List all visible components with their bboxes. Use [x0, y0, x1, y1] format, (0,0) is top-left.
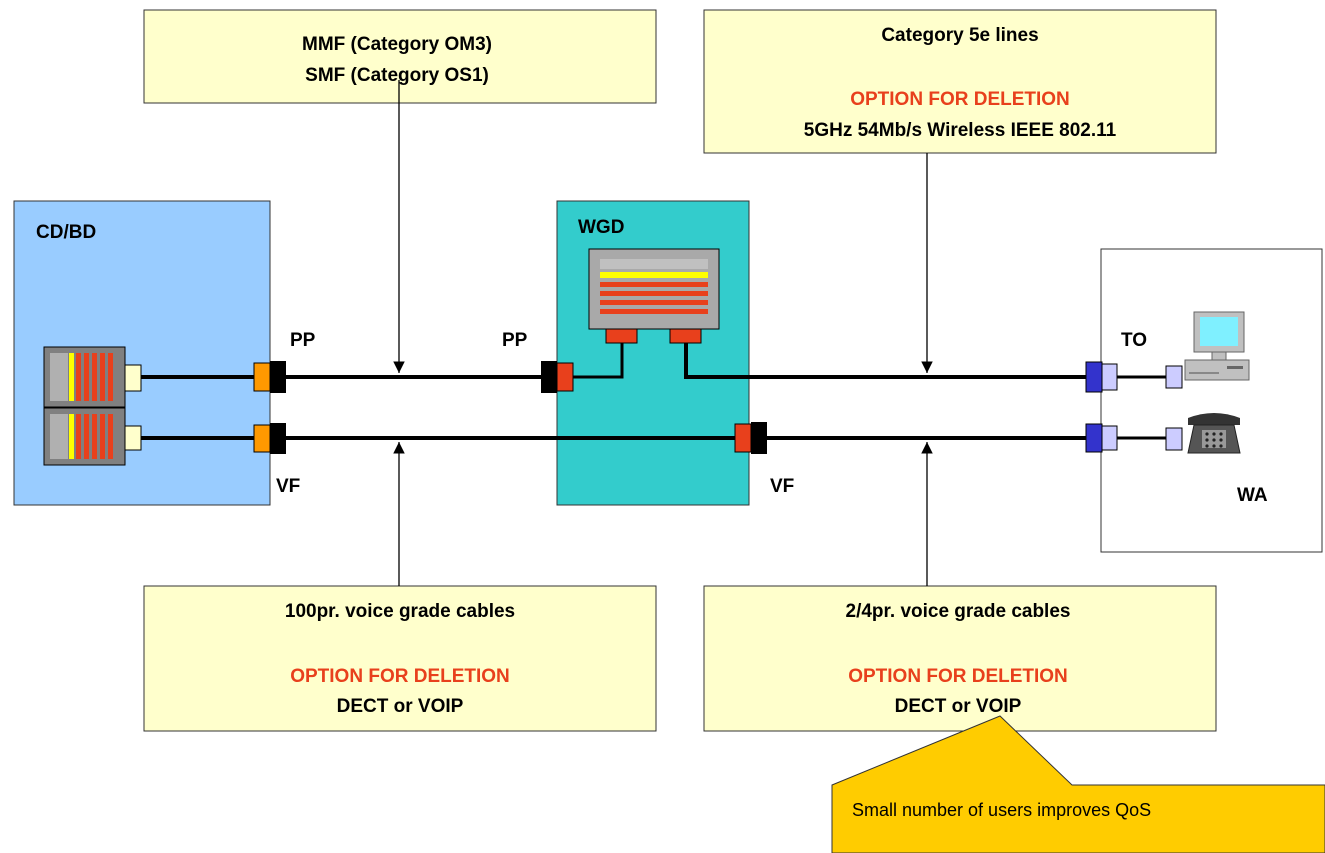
- note-24pr-title: 2/4pr. voice grade cables: [846, 601, 1071, 622]
- connector-pp-left: [253, 361, 286, 393]
- wgd-label: WGD: [578, 217, 624, 238]
- connector-vf-left: [253, 423, 286, 454]
- label-pp-mid: PP: [502, 330, 528, 351]
- note-cat5e-title: Category 5e lines: [881, 25, 1038, 46]
- note-fiber: MMF (Category OM3) SMF (Category OS1): [143, 9, 657, 104]
- note-24pr-detail: DECT or VOIP: [895, 696, 1022, 717]
- label-vf-mid: VF: [770, 476, 794, 497]
- plug-data-wa: [1165, 365, 1183, 389]
- label-to: TO: [1121, 330, 1147, 351]
- note-cat5e: Category 5e lines OPTION FOR DELETION 5G…: [703, 9, 1217, 154]
- note-24pr: 2/4pr. voice grade cables OPTION FOR DEL…: [703, 585, 1217, 732]
- cable-wgd-port-left: [573, 342, 624, 379]
- outlet-to-voice: [1085, 423, 1118, 453]
- callout-qos-text: Small number of users improves QoS: [852, 800, 1151, 820]
- note-fiber-line1: MMF (Category OM3): [302, 34, 492, 55]
- note-fiber-line2: SMF (Category OS1): [305, 65, 489, 86]
- computer-icon: [1184, 311, 1250, 381]
- note-100pr-detail: DECT or VOIP: [337, 696, 464, 717]
- plug-voice-wa: [1165, 427, 1183, 451]
- note-cat5e-option: OPTION FOR DELETION: [850, 89, 1070, 110]
- callout-qos: Small number of users improves QoS: [831, 715, 1325, 853]
- note-cat5e-detail: 5GHz 54Mb/s Wireless IEEE 802.11: [804, 120, 1117, 141]
- outlet-to-data: [1085, 361, 1118, 393]
- connector-vf-mid: [734, 422, 767, 454]
- rack-unit-lower: [43, 407, 142, 466]
- connector-pp-mid: [541, 361, 574, 393]
- rack-unit-upper: [43, 346, 142, 408]
- cd-bd-label: CD/BD: [36, 222, 96, 243]
- cable-data-right: [684, 342, 1090, 379]
- wgd-region: [556, 200, 750, 506]
- wa-label: WA: [1237, 485, 1268, 506]
- label-pp-left: PP: [290, 330, 316, 351]
- wgd-device: [588, 248, 720, 344]
- note-100pr-title: 100pr. voice grade cables: [285, 601, 515, 622]
- note-100pr: 100pr. voice grade cables OPTION FOR DEL…: [143, 585, 657, 732]
- note-24pr-option: OPTION FOR DELETION: [848, 666, 1068, 687]
- wa-region: [1100, 248, 1323, 553]
- label-vf-left: VF: [276, 476, 300, 497]
- telephone-icon: [1187, 413, 1241, 454]
- note-100pr-option: OPTION FOR DELETION: [290, 666, 510, 687]
